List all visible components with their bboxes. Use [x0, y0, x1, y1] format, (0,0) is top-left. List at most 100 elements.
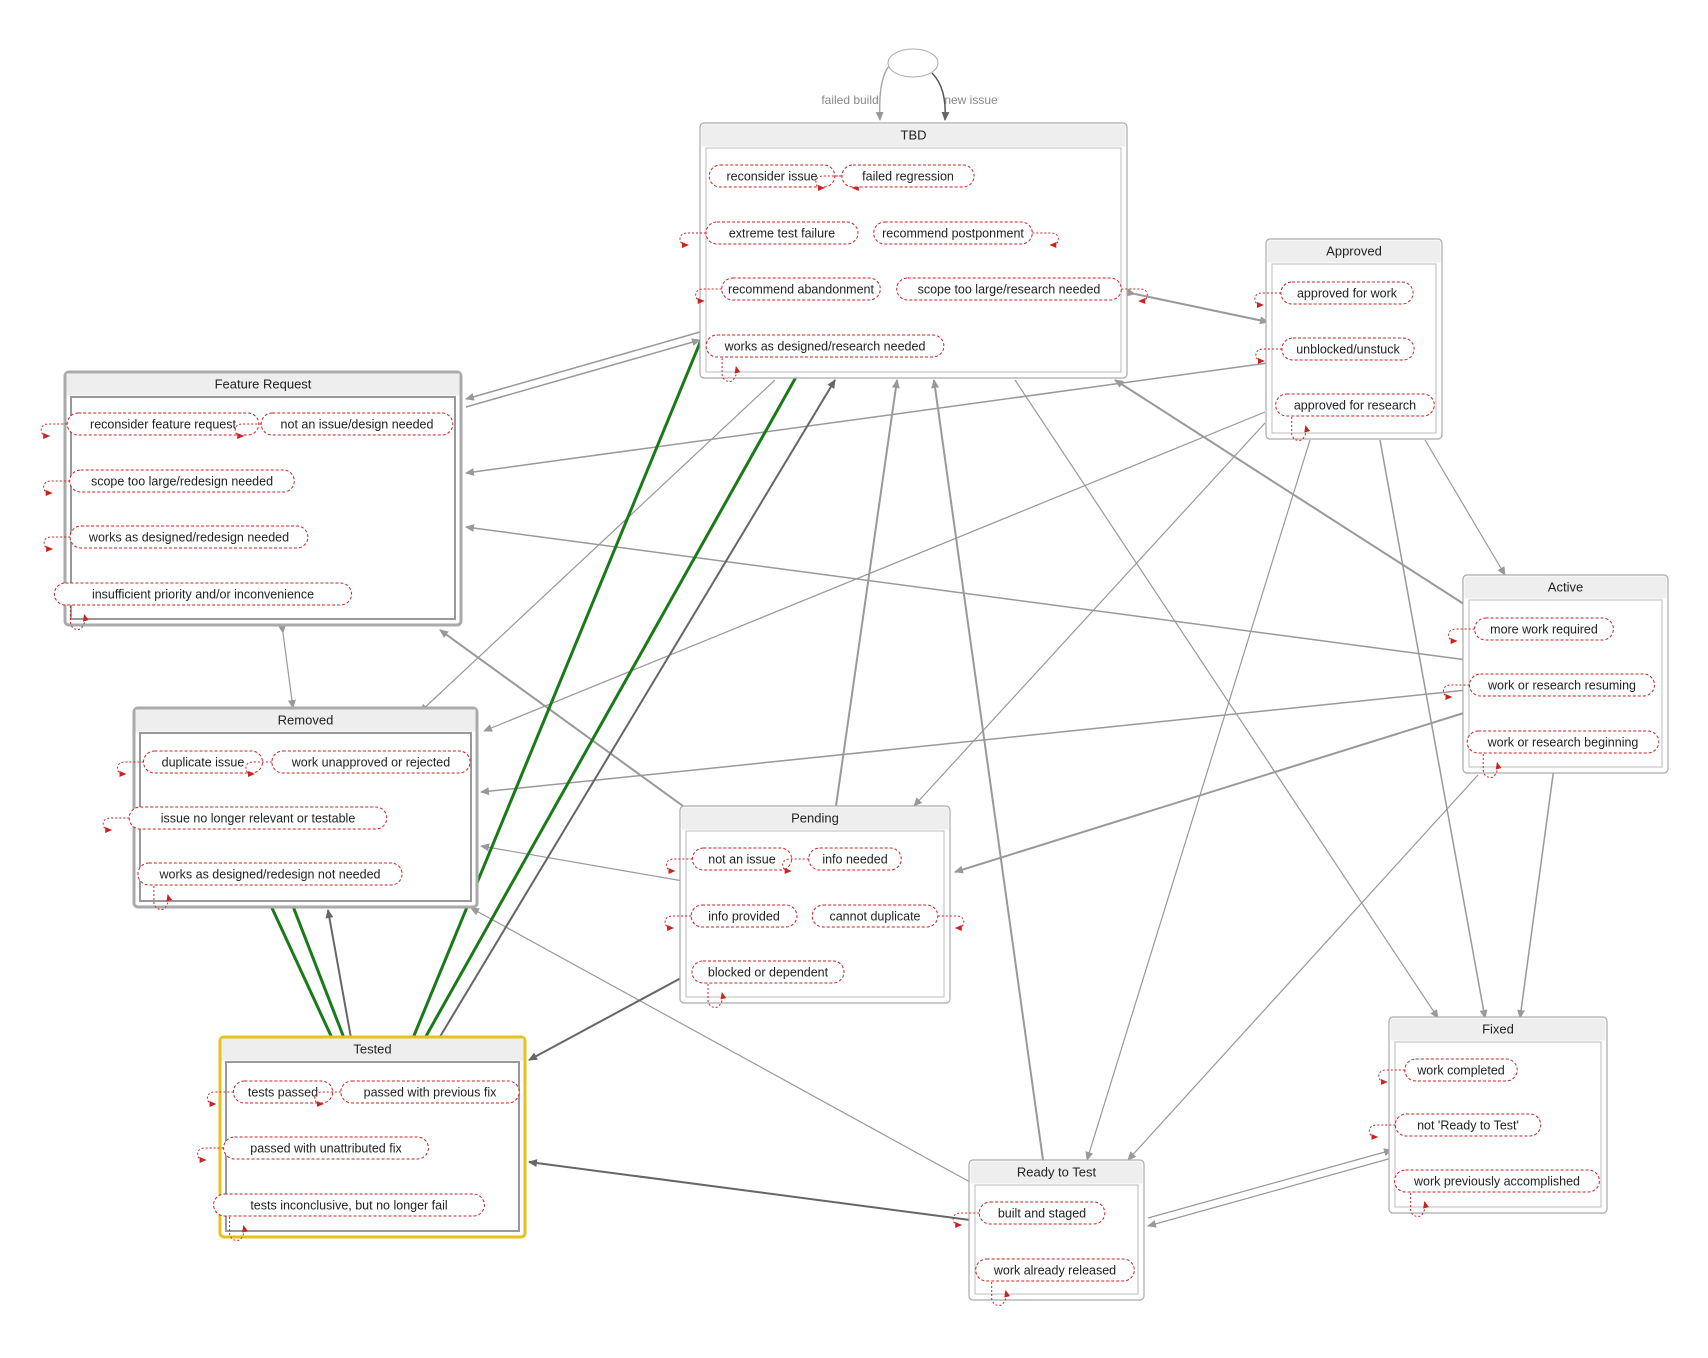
state-fixed-header: [1390, 1018, 1606, 1041]
reason-approved-0[interactable]: approved for work: [1254, 281, 1414, 308]
reason-pill[interactable]: [691, 960, 845, 984]
reason-pending-4[interactable]: blocked or dependent: [691, 960, 845, 1008]
reason-fixed-1[interactable]: not 'Ready to Test': [1368, 1113, 1542, 1140]
reason-removed-2[interactable]: issue no longer relevant or testable: [102, 806, 388, 833]
reason-active-0[interactable]: more work required: [1448, 617, 1614, 644]
reason-pending-3-self-loop: [937, 915, 965, 931]
reason-tested-3[interactable]: tests inconclusive, but no longer fail: [213, 1193, 485, 1241]
reason-pill[interactable]: [213, 1193, 485, 1217]
edge-fixed-ready: [1147, 1157, 1393, 1228]
reason-ready-0[interactable]: built and staged: [952, 1201, 1106, 1228]
state-feature-header: [66, 373, 460, 396]
reason-label: issue no longer relevant or testable: [161, 811, 356, 825]
reason-label: not an issue/design needed: [281, 417, 434, 431]
reason-active-2[interactable]: work or research beginning: [1466, 730, 1660, 778]
reason-pill[interactable]: [232, 1080, 334, 1104]
reason-pill[interactable]: [1275, 393, 1435, 417]
reason-pill[interactable]: [690, 904, 798, 928]
reason-tbd-4-self-loop: [695, 288, 722, 304]
reason-pending-0[interactable]: not an issue: [665, 847, 793, 874]
edge-pending-tested: [528, 977, 682, 1061]
state-active-title: Active: [1548, 579, 1583, 594]
reason-label: approved for research: [1294, 398, 1416, 412]
reason-pill[interactable]: [1404, 1058, 1518, 1082]
reason-pill[interactable]: [896, 277, 1122, 301]
reason-pill[interactable]: [708, 164, 836, 188]
state-ready[interactable]: Ready to Test built and staged work alread…: [952, 1159, 1145, 1306]
reason-pill[interactable]: [811, 904, 939, 928]
reason-tested-3-self-loop: [229, 1217, 248, 1241]
reason-tested-1[interactable]: passed with previous fix: [314, 1080, 520, 1107]
reason-pill[interactable]: [137, 862, 403, 886]
reason-pill[interactable]: [340, 1080, 520, 1104]
reason-pending-2[interactable]: info provided: [664, 904, 798, 931]
reason-pill[interactable]: [69, 525, 309, 549]
reason-pill[interactable]: [1280, 281, 1414, 305]
reason-tbd-3[interactable]: recommend postponment: [873, 221, 1059, 248]
reason-approved-1[interactable]: unblocked/unstuck: [1255, 337, 1415, 364]
reason-pill[interactable]: [1474, 617, 1614, 641]
reason-pill[interactable]: [143, 750, 263, 774]
reason-pill[interactable]: [53, 582, 353, 606]
reason-label: work unapproved or rejected: [291, 755, 450, 769]
reason-pill[interactable]: [841, 164, 975, 188]
reason-removed-1[interactable]: work unapproved or rejected: [245, 750, 471, 777]
edge-active-tbd: [1114, 379, 1468, 607]
reason-feature-4[interactable]: insufficient priority and/or inconvenien…: [53, 582, 353, 630]
reason-feature-0[interactable]: reconsider feature request: [40, 412, 260, 439]
reason-pill[interactable]: [978, 1201, 1106, 1225]
reason-feature-3[interactable]: works as designed/redesign needed: [43, 525, 309, 552]
reason-pill[interactable]: [1466, 730, 1660, 754]
state-active[interactable]: Active more work required work or research…: [1442, 574, 1669, 778]
reason-tbd-0[interactable]: reconsider issue: [708, 164, 862, 191]
reason-pill[interactable]: [975, 1258, 1135, 1282]
reason-pill[interactable]: [1281, 337, 1415, 361]
reason-tbd-2[interactable]: extreme test failure: [679, 221, 859, 248]
reason-pill[interactable]: [808, 847, 902, 871]
reason-pill[interactable]: [223, 1136, 429, 1160]
reason-pill[interactable]: [873, 221, 1033, 245]
reason-feature-1[interactable]: not an issue/design needed: [234, 412, 454, 439]
reason-pill[interactable]: [1394, 1113, 1542, 1137]
reason-pending-3[interactable]: cannot duplicate: [811, 904, 965, 931]
reason-tested-0[interactable]: tests passed: [206, 1080, 334, 1107]
reason-tested-2[interactable]: passed with unattributed fix: [197, 1136, 429, 1163]
reason-pill[interactable]: [69, 469, 295, 493]
edge-ready-fixed: [1147, 1148, 1393, 1219]
reason-tbd-6[interactable]: works as designed/research needed: [705, 334, 945, 382]
reason-pill[interactable]: [260, 412, 454, 436]
state-ready-title: Ready to Test: [1017, 1164, 1097, 1179]
reason-active-1[interactable]: work or research resuming: [1442, 673, 1655, 700]
reason-tbd-5[interactable]: scope too large/research needed: [896, 277, 1148, 304]
reason-approved-2[interactable]: approved for research: [1275, 393, 1435, 441]
reason-label: extreme test failure: [729, 226, 835, 240]
reason-pill[interactable]: [721, 277, 881, 301]
reason-pending-1[interactable]: info needed: [782, 847, 902, 874]
reason-pill[interactable]: [691, 847, 793, 871]
reason-feature-2[interactable]: scope too large/redesign needed: [43, 469, 295, 496]
transition-edges-dark: [325, 379, 971, 1221]
state-approved-header: [1267, 240, 1441, 263]
reason-removed-3[interactable]: works as designed/redesign not needed: [137, 862, 403, 910]
reason-pill[interactable]: [128, 806, 388, 830]
reason-ready-1[interactable]: work already released: [975, 1258, 1135, 1306]
reason-tbd-1[interactable]: failed regression: [815, 164, 975, 191]
reason-tbd-4[interactable]: recommend abandonment: [695, 277, 881, 304]
reason-pill[interactable]: [1469, 673, 1655, 697]
reason-removed-0[interactable]: duplicate issue: [116, 750, 263, 777]
reason-pill[interactable]: [1394, 1169, 1600, 1193]
reason-pill[interactable]: [705, 221, 859, 245]
reason-pill[interactable]: [705, 334, 945, 358]
reason-pill[interactable]: [271, 750, 471, 774]
reason-pill[interactable]: [66, 412, 260, 436]
reason-fixed-2[interactable]: work previously accomplished: [1394, 1169, 1600, 1217]
reason-fixed-0[interactable]: work completed: [1378, 1058, 1518, 1085]
